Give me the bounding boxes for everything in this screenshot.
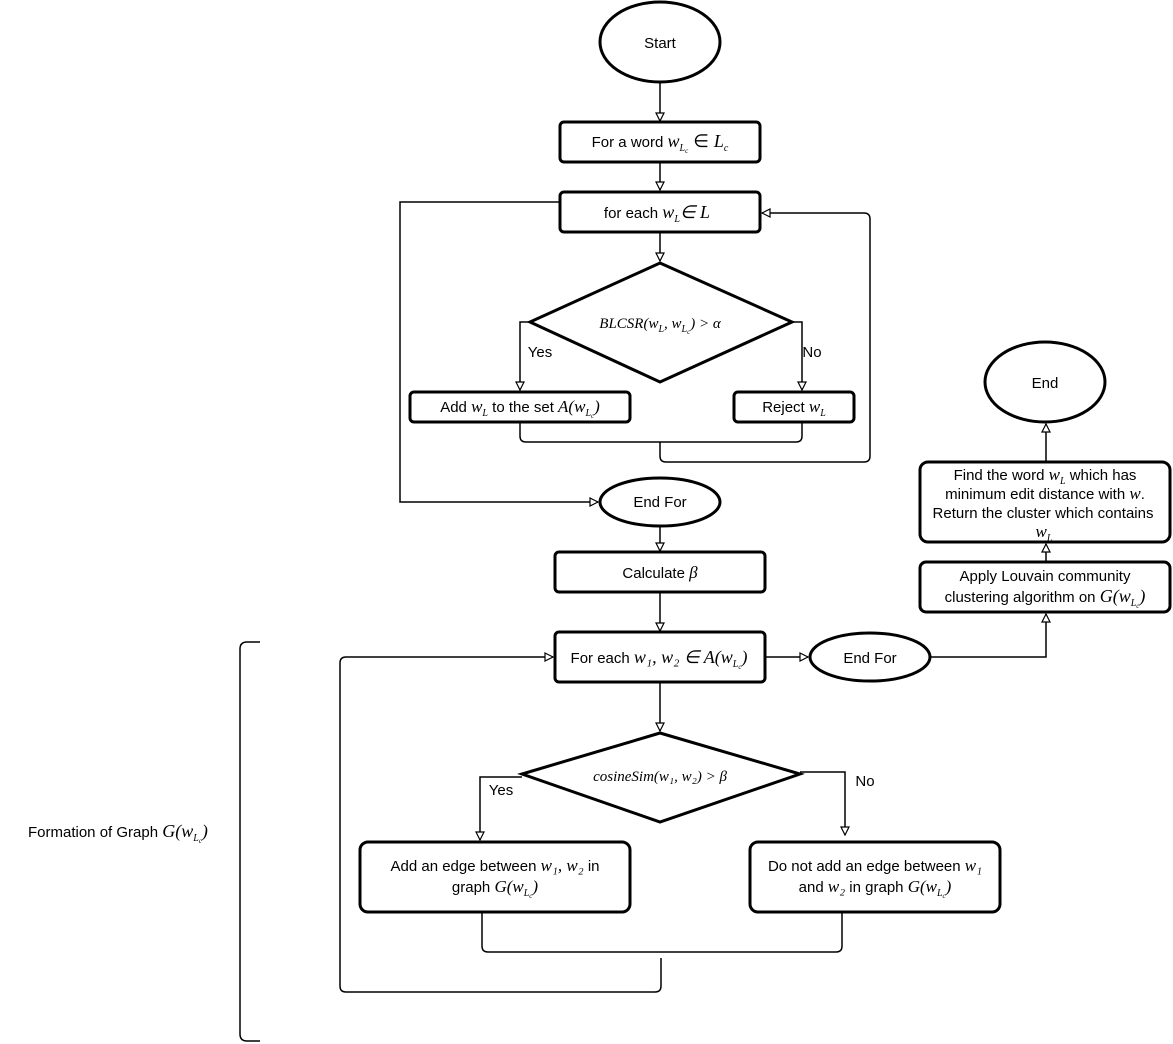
for-each-wl-node bbox=[558, 190, 762, 234]
edge-cosine-yes bbox=[480, 776, 522, 840]
edge-merge-edges bbox=[481, 913, 843, 953]
edge-foreach-exit bbox=[399, 201, 598, 502]
louvain-node bbox=[918, 560, 1172, 614]
find-word-label-line4: wL bbox=[1036, 522, 1053, 544]
reject-node bbox=[732, 390, 856, 424]
end-label: End bbox=[1032, 375, 1059, 392]
calculate-beta-node bbox=[553, 550, 767, 594]
add-edge-label-line1: Add an edge between w₁, w₂ in bbox=[391, 856, 600, 875]
graph-formation-bracket bbox=[239, 641, 260, 1042]
louvain-label-line1: Apply Louvain community bbox=[960, 568, 1131, 585]
add-to-set-label: Add wL to the set A(wLc) bbox=[440, 397, 600, 420]
find-word-node bbox=[918, 460, 1172, 544]
yes-label-1: Yes bbox=[528, 344, 552, 361]
add-to-set-node bbox=[408, 390, 632, 424]
for-each-pair-label: For each w₁, w₂ ∈ A(wLc) bbox=[571, 647, 748, 671]
for-word-node bbox=[558, 120, 762, 164]
end-for-label-2: End For bbox=[843, 650, 896, 667]
start-label: Start bbox=[644, 35, 677, 52]
for-each-wl-label: for each wL∈ L bbox=[604, 202, 710, 225]
reject-label: Reject wL bbox=[762, 397, 826, 419]
find-word-label-line2: minimum edit distance with w. bbox=[945, 484, 1145, 503]
bracket-label: Formation of Graph G(wLc) bbox=[28, 821, 208, 845]
louvain-label-line2: clustering algorithm on G(wLc) bbox=[945, 586, 1146, 610]
edge-merge-add-reject bbox=[519, 423, 803, 443]
add-edge-label-line2: graph G(wLc) bbox=[452, 877, 539, 900]
blcsr-label: BLCSR(wL, wLc) > α bbox=[599, 316, 722, 336]
edge-endfor2-to-louvain bbox=[930, 614, 1046, 658]
no-edge-node bbox=[748, 840, 1002, 914]
for-each-pair-node bbox=[553, 630, 767, 684]
find-word-label-line3: Return the cluster which contains bbox=[933, 505, 1154, 522]
end-for-node-2 bbox=[808, 631, 932, 683]
start-node bbox=[598, 0, 722, 84]
no-label-2: No bbox=[855, 773, 874, 790]
calculate-beta-label: Calculate β bbox=[622, 563, 698, 582]
connectors bbox=[339, 83, 1046, 993]
no-edge-label-line2: and w₂ in graph G(wLc) bbox=[799, 877, 952, 900]
end-node bbox=[983, 340, 1107, 424]
add-edge-node bbox=[358, 840, 632, 914]
edge-loop-back-2 bbox=[339, 657, 662, 993]
for-word-label: For a word wLc ∈ Lc bbox=[592, 131, 729, 155]
edge-loop-back-1 bbox=[659, 213, 871, 463]
cosine-label: cosineSim(w₁, w₂) > β bbox=[593, 769, 727, 785]
edge-cosine-no bbox=[800, 771, 845, 835]
yes-label-2: Yes bbox=[489, 782, 513, 799]
no-label-1: No bbox=[802, 344, 821, 361]
cosine-decision bbox=[517, 731, 805, 824]
edge-blcsr-no bbox=[792, 321, 802, 390]
find-word-label-line1: Find the word wL which has bbox=[954, 465, 1137, 487]
blcsr-decision bbox=[526, 261, 796, 384]
no-edge-label-line1: Do not add an edge between w₁ bbox=[768, 856, 982, 875]
end-for-label-1: End For bbox=[633, 494, 686, 511]
end-for-node-1 bbox=[598, 476, 722, 528]
